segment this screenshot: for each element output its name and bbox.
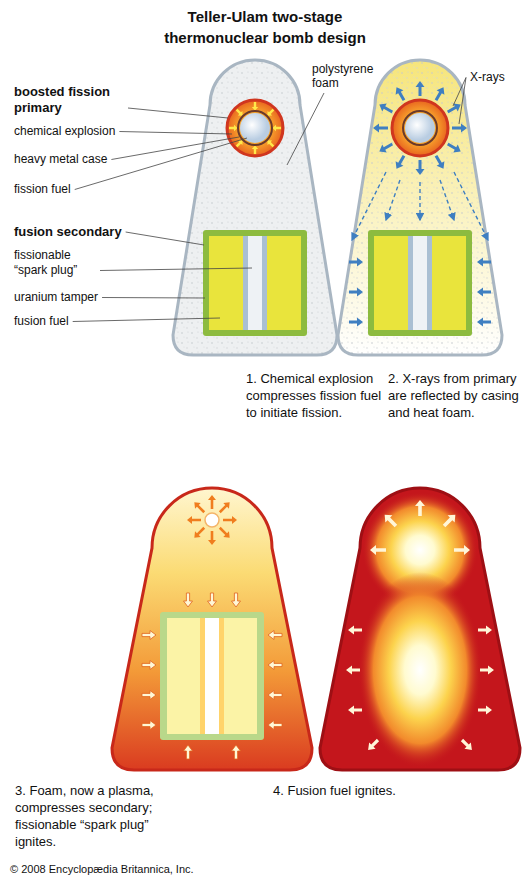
part-heading: fusion secondary: [14, 224, 122, 240]
step-caption: 2. X-rays from primary are reflected by …: [388, 370, 524, 421]
leader-line: [73, 318, 220, 322]
diagram-title: Teller-Ulam two-stage thermonuclear bomb…: [140, 6, 390, 48]
part-label: X-rays: [470, 70, 505, 85]
panel-one: [173, 60, 337, 355]
panel-two: [338, 60, 502, 355]
part-label: polystyrene foam: [312, 62, 376, 90]
panel-four: [320, 488, 520, 770]
part-heading: boosted fission primary: [14, 84, 124, 116]
step-caption: 4. Fusion fuel ignites.: [273, 782, 396, 799]
leader-lines: [73, 78, 466, 322]
part-label: fission fuel: [14, 182, 71, 197]
copyright-note: © 2008 Encyclopædia Britannica, Inc.: [10, 862, 194, 876]
panel-three: [112, 488, 312, 770]
leader-line: [119, 132, 232, 135]
part-label: fusion fuel: [14, 314, 69, 329]
part-label: fissionable “spark plug”: [14, 248, 96, 278]
part-label: uranium tamper: [14, 290, 98, 305]
leader-line: [100, 268, 252, 271]
leader-line: [111, 137, 239, 160]
leader-line: [287, 93, 324, 165]
leader-line: [102, 297, 205, 299]
part-label: heavy metal case: [14, 152, 107, 167]
part-label: chemical explosion: [14, 124, 115, 139]
leader-line: [126, 232, 204, 245]
leader-line: [128, 108, 228, 118]
step-caption: 1. Chemical explosion compresses fission…: [246, 370, 384, 421]
step-caption: 3. Foam, now a plasma, compresses second…: [15, 782, 190, 850]
leader-line: [459, 78, 466, 125]
